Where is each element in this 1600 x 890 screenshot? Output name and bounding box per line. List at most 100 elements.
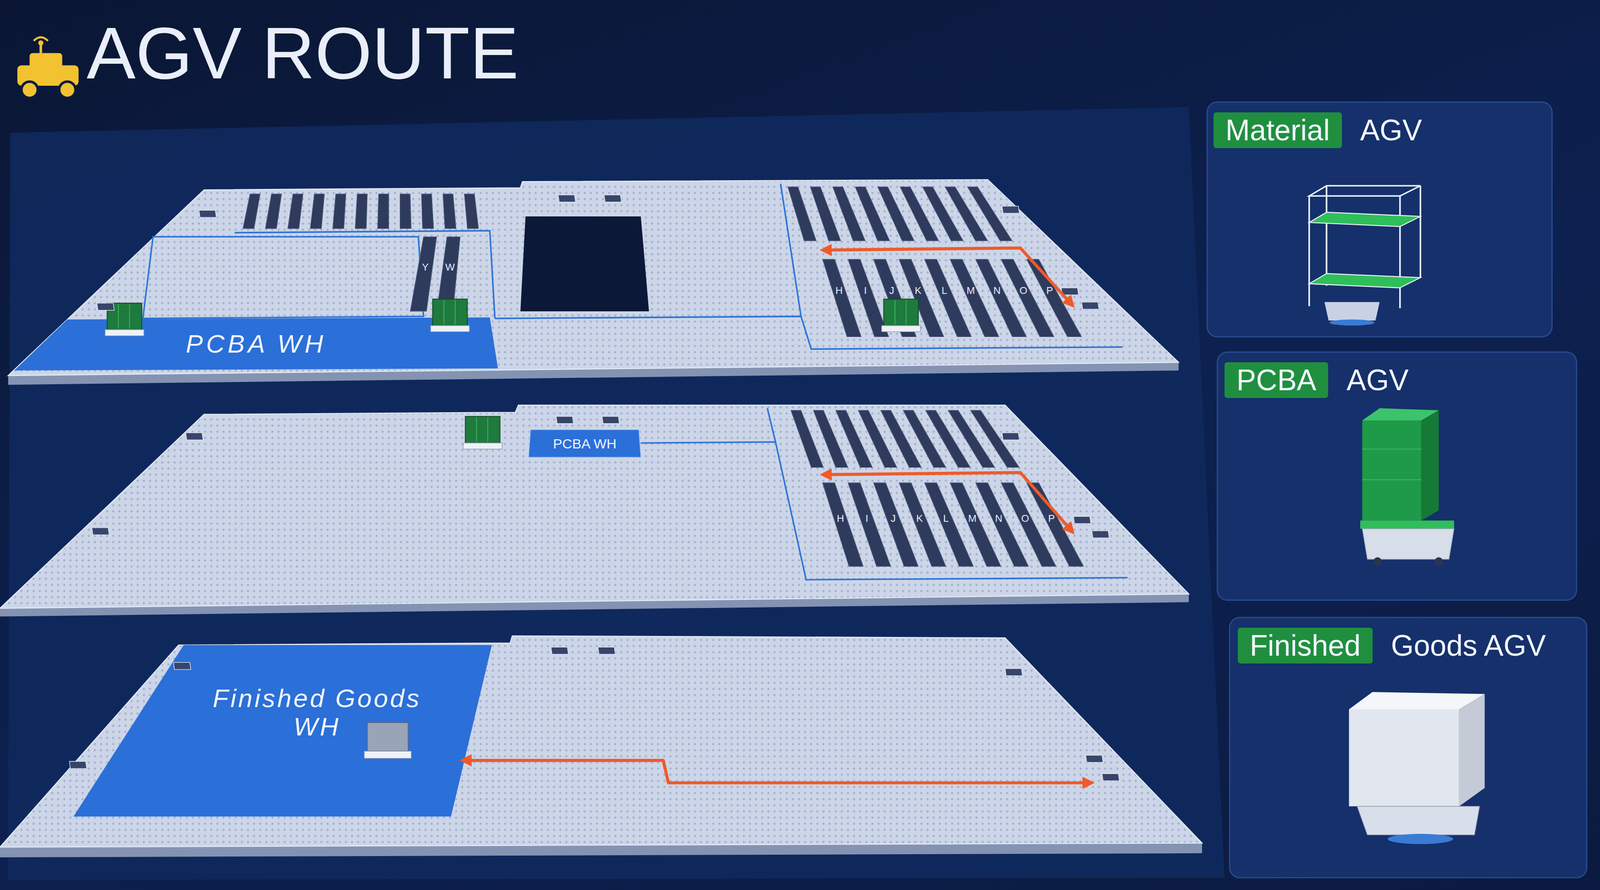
lift-marker	[1092, 530, 1110, 538]
rack-letter: O	[1020, 513, 1029, 524]
lift-marker	[604, 194, 622, 203]
pcba-agv-figure	[1360, 520, 1455, 529]
rack-letter: N	[993, 285, 1001, 296]
rack-letter: K	[915, 513, 923, 524]
lift-marker	[1085, 755, 1104, 763]
rack-letter: Y	[421, 262, 429, 273]
rack-letter: J	[889, 285, 895, 296]
floor-plate	[8, 179, 1179, 376]
finished-goods-agv-figure	[1348, 691, 1485, 845]
agv-cart	[463, 416, 503, 449]
rack-letter: W	[445, 262, 455, 273]
agv-panel: PCBA AGV	[1217, 352, 1577, 601]
rack-letter: K	[914, 285, 922, 296]
warehouse-area	[14, 317, 641, 817]
finished-goods-agv-figure	[1387, 833, 1453, 845]
agv-route-arrow	[824, 472, 1072, 531]
lift-marker	[1102, 773, 1120, 781]
warehouse-area	[73, 645, 492, 817]
agv-panel: Finished Goods AGV	[1229, 617, 1587, 878]
rack-letter: P	[1046, 285, 1054, 296]
material-agv-figure	[1309, 185, 1421, 309]
storage-rack	[790, 410, 1020, 468]
panel-heading: AGV	[1346, 362, 1409, 398]
material-agv-figure	[1324, 302, 1380, 321]
title-icon	[39, 44, 43, 54]
pcba-agv-figure	[1421, 410, 1439, 521]
title-icon	[29, 53, 63, 68]
material-agv-figure	[1309, 185, 1421, 196]
category-tag: PCBA	[1224, 362, 1329, 398]
pcba-agv-figure	[1373, 557, 1382, 566]
floor-plate	[0, 179, 1203, 858]
lift-marker	[1002, 206, 1020, 214]
storage-rack	[822, 482, 1084, 567]
agv-cart	[430, 298, 470, 332]
lift-marker	[557, 194, 576, 203]
page-title: AGV ROUTE	[86, 16, 519, 90]
rack-letter: O	[1019, 285, 1028, 296]
pcba-agv-figure	[1362, 448, 1422, 480]
route-line	[494, 316, 1123, 349]
rack-letter: J	[890, 513, 896, 524]
floor-plate	[0, 635, 1203, 848]
floor-plate	[0, 405, 1189, 609]
rack-letter: H	[836, 513, 845, 524]
rack-letter: I	[865, 513, 869, 524]
finished-goods-agv-figure	[1459, 694, 1485, 807]
category-tag: Material	[1213, 112, 1342, 149]
lift-marker	[1081, 302, 1099, 310]
lift-marker	[1004, 668, 1023, 676]
agv-cart	[367, 722, 409, 751]
agv-cart	[881, 298, 921, 332]
lift-marker	[96, 303, 115, 311]
lift-marker	[69, 761, 87, 769]
pcba-agv-figure	[1434, 557, 1443, 566]
lift-marker	[551, 646, 569, 655]
rack-letter: P	[1048, 513, 1055, 524]
rack-letter: I	[864, 285, 867, 296]
side-panels	[1217, 352, 1577, 601]
category-tag: Finished	[1237, 627, 1373, 664]
lift-marker	[1073, 516, 1092, 524]
warehouse-box: PCBA WH	[528, 429, 641, 458]
floor-opening	[520, 216, 649, 312]
lift-marker	[91, 527, 110, 536]
pcba-agv-figure	[1362, 420, 1422, 521]
rack-letter: M	[968, 513, 977, 524]
rack-letter: L	[943, 513, 949, 524]
side-panels	[1229, 617, 1587, 878]
area-label: PCBA WH	[185, 329, 326, 359]
warehouse-area: Finished Goods WH	[73, 645, 492, 817]
panel-heading: AGV	[1360, 112, 1423, 149]
rack-letter: M	[966, 285, 975, 296]
area-label: Finished Goods WH	[188, 684, 446, 741]
rack-letter: L	[941, 285, 948, 296]
lift-marker	[601, 416, 620, 424]
title-icon	[33, 37, 48, 41]
side-panels	[1207, 102, 1552, 337]
lift-marker	[556, 416, 574, 424]
title-icon	[59, 81, 76, 99]
warehouse-area	[528, 429, 641, 458]
route-line	[143, 183, 1128, 580]
lift-marker	[597, 646, 616, 655]
agv-cart	[364, 722, 412, 759]
title-icon	[38, 40, 44, 46]
agv-panel: Material AGV	[1207, 102, 1552, 337]
material-agv-figure	[1309, 273, 1421, 288]
route-line	[143, 236, 424, 319]
warehouse-area	[14, 317, 498, 371]
material-agv-figure	[1309, 212, 1421, 227]
material-agv-figure	[1309, 185, 1421, 326]
lift-marker	[198, 210, 217, 218]
panel-heading: Goods AGV	[1390, 627, 1546, 664]
finished-goods-agv-figure	[1348, 709, 1459, 806]
pcba-agv-figure	[1362, 528, 1454, 560]
storage-rack	[242, 186, 1084, 567]
agv-cart	[364, 750, 412, 759]
finished-goods-agv-figure	[1357, 805, 1480, 835]
